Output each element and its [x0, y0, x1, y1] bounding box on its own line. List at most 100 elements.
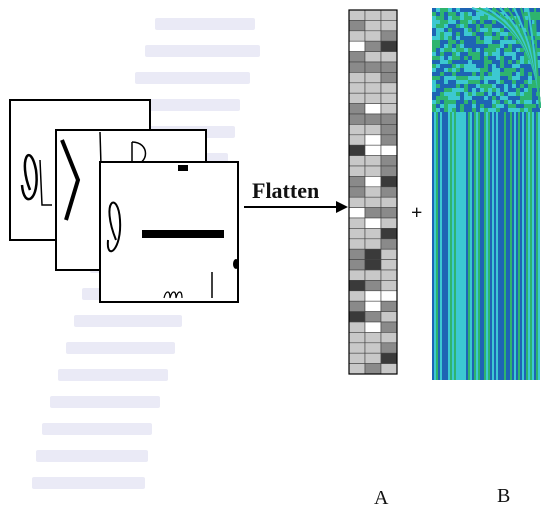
vector-cell: [348, 40, 366, 52]
vector-cell: [348, 238, 366, 250]
faint-glyph-row: [36, 450, 148, 462]
vector-cell: [364, 20, 382, 32]
vector-cell: [348, 352, 366, 364]
vector-cell: [348, 248, 366, 260]
vector-cell: [380, 103, 398, 115]
vector-cell: [348, 217, 366, 229]
vector-cell: [348, 332, 366, 344]
vector-cell: [348, 196, 366, 208]
vector-cell: [348, 290, 366, 302]
vector-cell: [380, 9, 398, 21]
column-a-label: A: [374, 487, 389, 509]
vector-cell: [380, 124, 398, 136]
vector-cell: [364, 311, 382, 323]
vector-cell: [380, 186, 398, 198]
vector-cell: [348, 207, 366, 219]
vector-cell: [348, 311, 366, 323]
vector-cell: [348, 82, 366, 94]
vector-cell: [348, 113, 366, 125]
flattened-vector-icon: [348, 9, 398, 375]
vector-cell: [348, 228, 366, 240]
faint-glyph-row: [135, 72, 250, 84]
vector-cell: [380, 61, 398, 73]
vector-cell: [364, 176, 382, 188]
vector-cell: [364, 186, 382, 198]
vector-cell: [380, 207, 398, 219]
flatten-label: Flatten: [252, 178, 319, 203]
vector-cell: [364, 238, 382, 250]
faint-glyph-row: [145, 45, 260, 57]
vector-cell: [364, 342, 382, 354]
vector-cell: [364, 332, 382, 344]
vector-cell: [364, 259, 382, 271]
vector-cell: [364, 363, 382, 375]
faint-glyph-row: [66, 342, 175, 354]
vector-cell: [380, 82, 398, 94]
vector-cell: [364, 144, 382, 156]
vector-cell: [364, 51, 382, 63]
vector-cell: [380, 20, 398, 32]
vector-cell: [364, 124, 382, 136]
vector-cell: [380, 176, 398, 188]
vector-cell: [348, 363, 366, 375]
vector-cell: [364, 269, 382, 281]
arrow-right-icon: [244, 201, 348, 213]
vector-cell: [364, 217, 382, 229]
plus-sign: +: [411, 202, 422, 224]
vector-cell: [380, 196, 398, 208]
vector-cell: [364, 9, 382, 21]
faint-glyph-row: [42, 423, 152, 435]
vector-cell: [380, 311, 398, 323]
vector-cell: [364, 134, 382, 146]
vector-cell: [380, 248, 398, 260]
faint-glyph-row: [58, 369, 168, 381]
vector-cell: [348, 155, 366, 167]
vector-cell: [348, 165, 366, 177]
vector-cell: [348, 134, 366, 146]
vector-cell: [380, 280, 398, 292]
vector-cell: [364, 207, 382, 219]
faint-glyph-row: [32, 477, 145, 489]
vector-cell: [348, 300, 366, 312]
vector-cell: [380, 300, 398, 312]
vector-cell: [348, 259, 366, 271]
vector-cell: [348, 30, 366, 42]
vector-cell: [364, 61, 382, 73]
column-b-label: B: [497, 485, 510, 507]
vector-cell: [348, 342, 366, 354]
vector-cell: [364, 196, 382, 208]
vector-cell: [364, 113, 382, 125]
vector-cell: [364, 155, 382, 167]
vector-cell: [348, 269, 366, 281]
vector-cell: [364, 92, 382, 104]
vector-cell: [364, 103, 382, 115]
vector-cell: [364, 40, 382, 52]
vector-cell: [380, 321, 398, 333]
vector-cell: [348, 186, 366, 198]
faint-glyph-row: [130, 99, 240, 111]
vector-cell: [380, 30, 398, 42]
vector-cell: [348, 51, 366, 63]
vector-cell: [364, 290, 382, 302]
vector-cell: [364, 72, 382, 84]
vector-cell: [348, 124, 366, 136]
vector-cell: [380, 217, 398, 229]
vector-cell: [364, 321, 382, 333]
feature-map-front: [99, 161, 239, 303]
vector-cell: [364, 280, 382, 292]
positional-encoding-icon: [432, 7, 541, 380]
vector-cell: [380, 155, 398, 167]
vector-cell: [380, 134, 398, 146]
vector-cell: [380, 165, 398, 177]
vector-cell: [364, 352, 382, 364]
vector-cell: [348, 280, 366, 292]
feature-map-stack-icon: [9, 99, 239, 303]
vector-cell: [364, 228, 382, 240]
vector-cell: [364, 165, 382, 177]
vector-cell: [348, 176, 366, 188]
vector-cell: [380, 238, 398, 250]
vector-cell: [348, 103, 366, 115]
vector-cell: [348, 144, 366, 156]
vector-cell: [380, 332, 398, 344]
vector-cell: [364, 248, 382, 260]
